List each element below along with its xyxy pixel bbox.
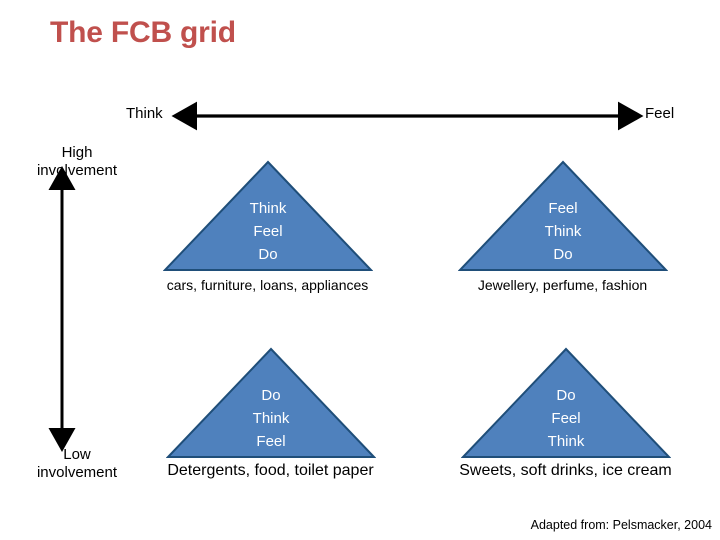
vertical-double-arrow-icon [48,166,76,452]
quadrant-caption: cars, furniture, loans, appliances [166,277,369,293]
quadrant-low-involvement-think: Do Think Feel Detergents, food, toilet p… [133,347,408,497]
quadrant-low-involvement-feel: Do Feel Think Sweets, soft drinks, ice c… [428,347,703,497]
axis-label-high-line2: involvement [36,162,118,180]
triangle-shape-wrap: Do Think Feel [166,347,376,459]
triangle-icon [163,160,373,271]
quadrant-caption: Jewellery, perfume, fashion [477,277,648,293]
quadrant-high-involvement-think: Think Feel Do cars, furniture, loans, ap… [130,160,405,310]
quadrant-caption: Sweets, soft drinks, ice cream [459,462,672,479]
axis-label-low-involvement: Low involvement [17,446,137,483]
triangle-shape-wrap: Feel Think Do [458,160,668,272]
quadrant-high-involvement-feel: Feel Think Do Jewellery, perfume, fashio… [425,160,700,310]
page-title: The FCB grid [50,16,236,49]
triangle-icon [166,347,376,458]
axis-label-high-line1: High [61,144,93,161]
source-attribution: Adapted from: Pelsmacker, 2004 [530,518,712,532]
horizontal-double-arrow-icon [171,101,644,131]
triangle-shape-wrap: Think Feel Do [163,160,373,272]
triangle-icon [458,160,668,271]
axis-label-feel: Feel [645,105,675,122]
triangle-icon [461,347,671,458]
quadrant-caption: Detergents, food, toilet paper [167,462,374,479]
axis-label-low-line2: involvement [36,464,118,482]
triangle-shape-wrap: Do Feel Think [461,347,671,459]
axis-label-high-involvement: High involvement [17,144,137,181]
axis-label-think: Think [126,105,163,122]
axis-label-low-line1: Low [63,446,91,463]
